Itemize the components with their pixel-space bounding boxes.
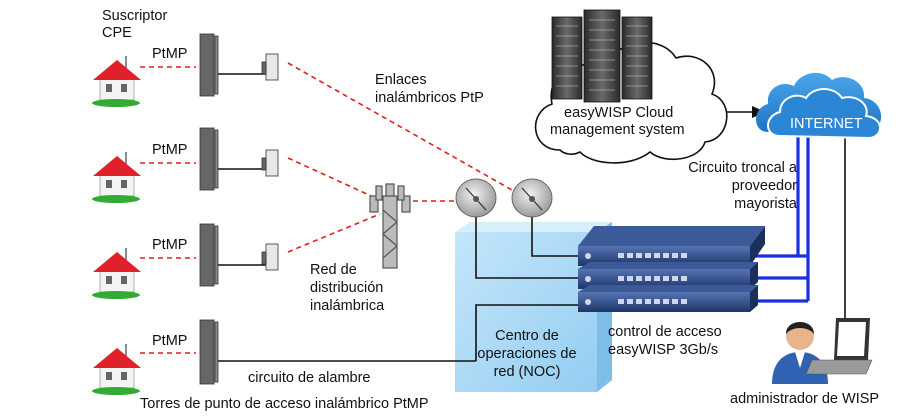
- towers-caption: Torres de punto de acceso inalámbrico Pt…: [140, 396, 429, 412]
- sector-tower-icon-4: [199, 319, 219, 385]
- access-control-label-line2: easyWISP 3Gb/s: [608, 342, 718, 358]
- distribution-tower-icon: [369, 183, 411, 269]
- distribution-label-line2: distribución: [310, 280, 383, 296]
- access-control-label-line1: control de acceso: [608, 324, 722, 340]
- cloud-label-line1: easyWISP Cloud: [564, 105, 673, 121]
- ptp-link-low: [287, 213, 381, 253]
- noc-label-line1: Centro de: [495, 328, 559, 344]
- ptmp-label-3: PtMP: [152, 237, 187, 253]
- ptp-links: [140, 62, 513, 354]
- ptp-links-label-line1: Enlaces: [375, 72, 427, 88]
- internet-label: INTERNET: [790, 116, 863, 132]
- wired-links: [216, 73, 846, 362]
- house-icon-4: [92, 344, 141, 395]
- cloud-label-line2: management system: [550, 122, 685, 138]
- router-1: [578, 226, 765, 266]
- ptp-link-top: [287, 62, 513, 191]
- distribution-label-line3: inalámbrica: [310, 298, 385, 314]
- house-icon-1: [92, 56, 141, 107]
- noc-label-line3: red (NOC): [494, 364, 561, 380]
- distribution-label-line1: Red de: [310, 262, 357, 278]
- dish-antenna-icon-1: [455, 178, 497, 218]
- ptmp-label-4: PtMP: [152, 333, 187, 349]
- ptp-link-mid: [287, 157, 381, 201]
- access-control-routers: [578, 226, 765, 312]
- sector-tower-icon-3: [199, 223, 279, 287]
- cloud-management-icon: [534, 9, 728, 164]
- subscriber-label-line2: CPE: [102, 25, 132, 41]
- house-icon-2: [92, 152, 141, 203]
- laptop-icon: [805, 318, 873, 375]
- internet-cloud-icon: [756, 72, 882, 140]
- trunk-label-line3: mayorista: [734, 196, 798, 212]
- trunk-label-line1: Circuito troncal a: [688, 160, 798, 176]
- subscriber-label-line1: Suscriptor: [102, 8, 167, 24]
- wire-circuit-label: circuito de alambre: [248, 370, 371, 386]
- router-2: [578, 262, 758, 289]
- router-3: [578, 285, 758, 312]
- sector-tower-icon-2: [199, 127, 279, 191]
- trunk-lines: [750, 130, 810, 303]
- ptp-links-label-line2: inalámbricos PtP: [375, 90, 484, 106]
- admin-label: administrador de WISP: [730, 391, 879, 407]
- trunk-label-line2: proveedor: [732, 178, 797, 194]
- ptmp-label-2: PtMP: [152, 142, 187, 158]
- dish-antenna-icon-2: [511, 178, 553, 218]
- sector-tower-icon-1: [199, 33, 279, 97]
- server-rack-icon: [551, 9, 653, 103]
- noc-label-line2: operaciones de: [477, 346, 576, 362]
- house-icon-3: [92, 248, 141, 299]
- admin-person-icon: [772, 322, 828, 384]
- ptmp-label-1: PtMP: [152, 46, 187, 62]
